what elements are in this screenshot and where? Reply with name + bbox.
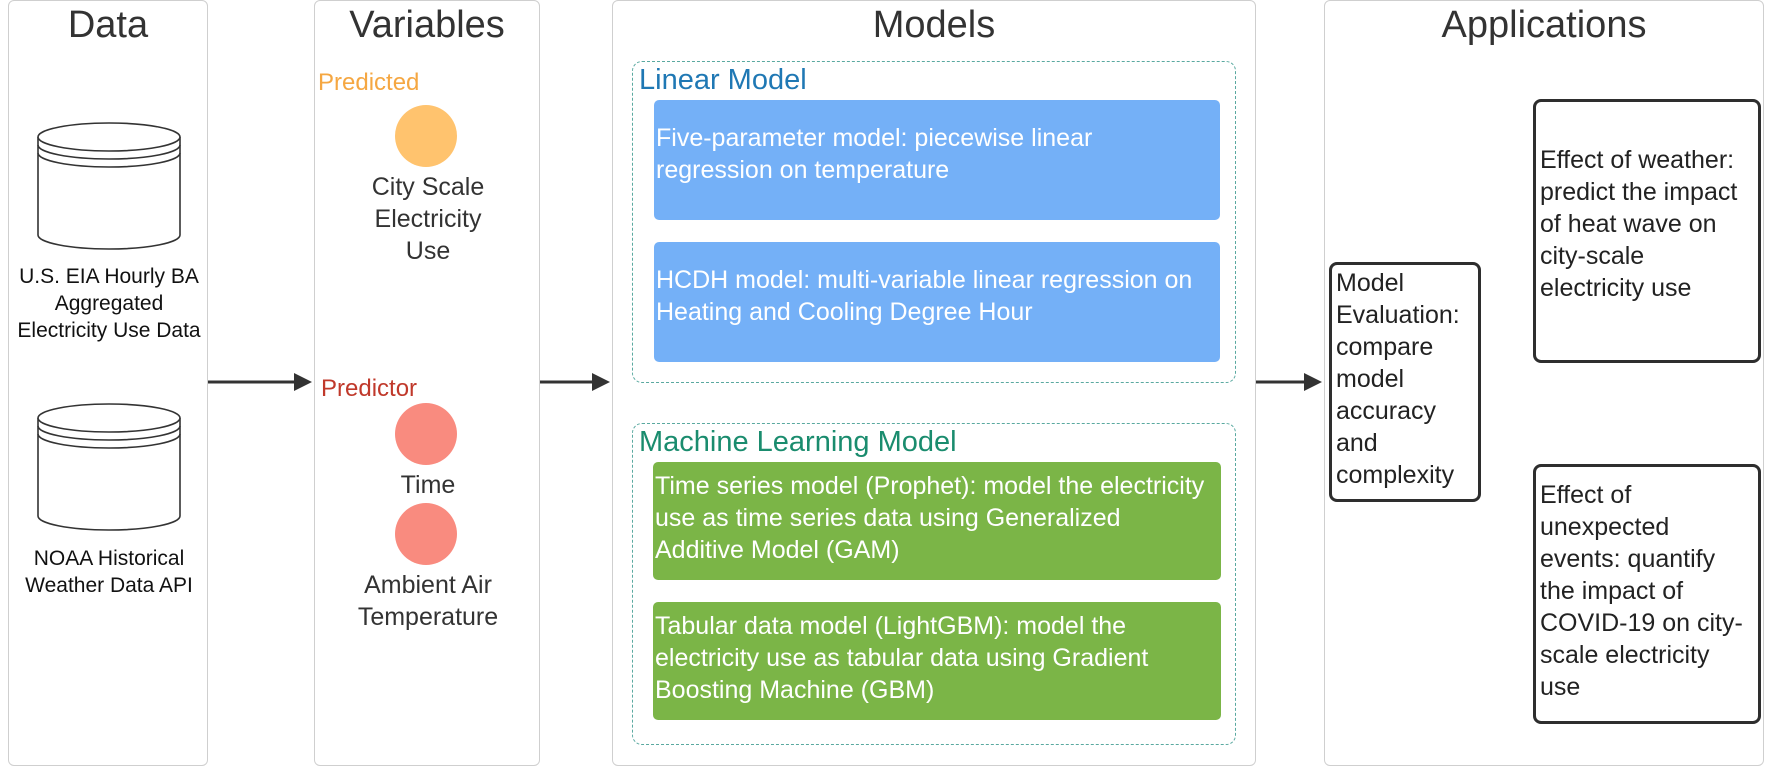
effect-of-weather-box: Effect of weather: predict the impact of… xyxy=(1533,99,1761,363)
database-icon xyxy=(36,119,182,251)
models-panel: Models Linear Model Five-parameter model… xyxy=(612,0,1256,766)
machine-learning-model-title: Machine Learning Model xyxy=(639,426,957,458)
arrow-right-icon xyxy=(208,373,312,391)
predictor-temperature-label: Ambient Air Temperature xyxy=(357,571,499,631)
predictor-circle-icon xyxy=(395,503,457,565)
predictor-tag: Predictor xyxy=(321,375,418,402)
model-evaluation-box: Model Evaluation: compare model accuracy… xyxy=(1329,262,1481,502)
hcdh-model-box: HCDH model: multi-variable linear regres… xyxy=(654,242,1220,362)
lightgbm-model-box: Tabular data model (LightGBM): model the… xyxy=(653,602,1221,720)
variables-panel: Variables Predicted City Scale Electrici… xyxy=(314,0,540,766)
linear-model-title: Linear Model xyxy=(639,64,807,96)
applications-panel: Applications Model Evaluation: compare m… xyxy=(1324,0,1764,766)
five-parameter-model-box: Five-parameter model: piecewise linear r… xyxy=(654,100,1220,220)
linear-model-group: Linear Model Five-parameter model: piece… xyxy=(632,61,1236,383)
data-panel-title: Data xyxy=(67,4,149,46)
variables-panel-title: Variables xyxy=(349,4,505,46)
predicted-circle-icon xyxy=(395,105,457,167)
machine-learning-model-group: Machine Learning Model Time series model… xyxy=(632,423,1236,745)
prophet-model-box: Time series model (Prophet): model the e… xyxy=(653,462,1221,580)
data-source-noaa: NOAA Historical Weather Data API xyxy=(25,547,193,597)
applications-panel-title: Applications xyxy=(1441,4,1647,46)
arrow-right-icon xyxy=(1256,373,1322,391)
data-source-eia: U.S. EIA Hourly BA Aggregated Electricit… xyxy=(17,265,201,342)
data-panel: Data U.S. EIA Hourly BA Aggregated Elect… xyxy=(8,0,208,766)
predictor-circle-icon xyxy=(395,403,457,465)
predictor-time-label: Time xyxy=(400,471,456,499)
effect-of-unexpected-events-box: Effect of unexpected events: quantify th… xyxy=(1533,464,1761,724)
predicted-tag: Predicted xyxy=(318,69,420,96)
arrow-right-icon xyxy=(540,373,610,391)
predicted-variable-label: City Scale Electricity Use xyxy=(371,173,485,265)
database-icon xyxy=(36,400,182,532)
models-panel-title: Models xyxy=(872,4,996,46)
